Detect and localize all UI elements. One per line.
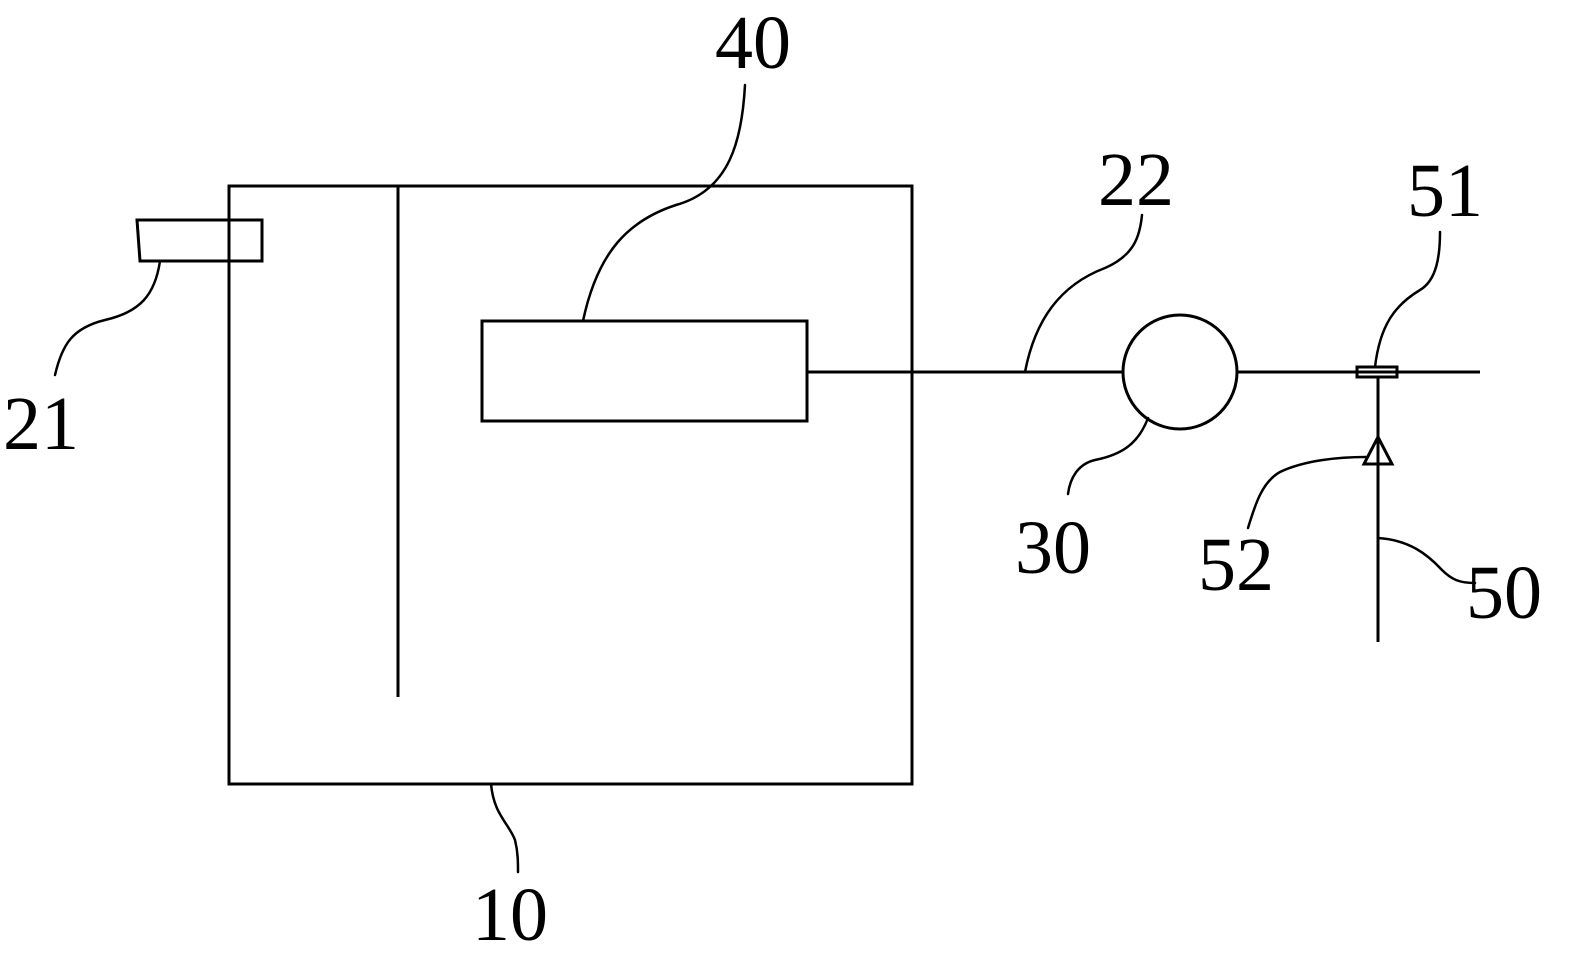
leader-51 — [1373, 230, 1442, 369]
label-10: 10 — [472, 873, 548, 956]
leader-52 — [1246, 455, 1368, 530]
leader-30 — [1066, 416, 1150, 496]
inlet-nozzle — [135, 218, 264, 263]
label-30: 30 — [1015, 506, 1091, 590]
label-51: 51 — [1407, 149, 1483, 233]
filter-box — [480, 319, 809, 423]
label-21: 21 — [3, 382, 79, 466]
leader-10 — [489, 782, 520, 874]
label-52: 52 — [1198, 523, 1274, 607]
leader-40 — [581, 83, 747, 323]
leader-21 — [53, 259, 162, 377]
leader-50 — [1376, 536, 1477, 585]
leader-22 — [1023, 213, 1144, 374]
check-valve — [1361, 433, 1395, 466]
label-40: 40 — [715, 1, 791, 85]
pump — [1121, 313, 1239, 431]
label-50: 50 — [1466, 551, 1542, 635]
label-22: 22 — [1098, 138, 1174, 222]
tank — [227, 184, 914, 786]
